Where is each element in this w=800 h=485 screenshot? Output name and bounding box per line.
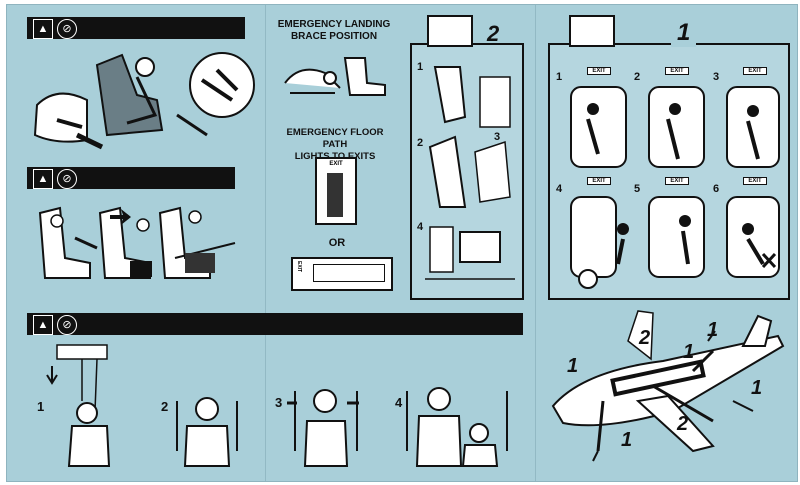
door-exit-sign-6: EXIT: [743, 177, 767, 185]
door-step-4: 4: [556, 183, 563, 195]
no-smoking-icon: ⊘: [57, 315, 77, 335]
door-step-2: 2: [634, 71, 641, 83]
oxygen-mask-bar: ▲ ⊘: [27, 313, 523, 335]
evac-label-3: 1: [707, 319, 719, 341]
brace-title: EMERGENCY LANDING BRACE POSITION: [269, 19, 399, 43]
door-exit-sign-4: EXIT: [587, 177, 611, 185]
floor-path-title: EMERGENCY FLOOR PATH LIGHTS TO EXITS: [273, 127, 397, 163]
floor-path-exit-sign: EXIT: [329, 161, 343, 167]
overwing-door-icon: [427, 15, 473, 47]
overwing-step-1: 1: [417, 61, 424, 73]
door-steps-illustration: [570, 86, 780, 289]
evac-label-6: 2: [677, 413, 689, 435]
door-exit-sign-5: EXIT: [665, 177, 689, 185]
evac-label-1: 1: [567, 355, 579, 377]
door-exit-sign-1: EXIT: [587, 67, 611, 75]
overwing-step-3: 3: [494, 131, 501, 143]
brace-position-illustration: [284, 57, 386, 96]
evac-label-5: 1: [621, 429, 633, 451]
oxygen-step-3: 3: [275, 395, 283, 410]
floor-path-diagram: EXIT: [315, 157, 357, 225]
fold-line: [265, 5, 266, 481]
floor-path-aisle: [327, 173, 343, 217]
seat-belt-sign-icon: ▲: [33, 315, 53, 335]
door-step-3: 3: [713, 71, 720, 83]
no-smoking-icon: ⊘: [57, 169, 77, 189]
oxygen-step-1: 1: [37, 399, 45, 414]
door-step-1: 1: [556, 71, 563, 83]
evac-label-7: 1: [683, 341, 695, 363]
airplane-evacuation-diagram: [551, 310, 785, 462]
oxygen-mask-illustration: [46, 344, 508, 467]
floor-path-seats: [313, 264, 385, 282]
floor-path-exit-vertical: EXIT: [296, 261, 302, 273]
evac-label-2: 2: [639, 327, 651, 349]
seat-belt-sign-icon: ▲: [33, 169, 53, 189]
evac-label-4: 1: [751, 377, 763, 399]
stow-baggage-illustration: [38, 206, 236, 279]
overwing-step-4: 4: [417, 221, 424, 233]
fold-line: [535, 5, 536, 481]
oxygen-step-2: 2: [161, 399, 169, 414]
seatbelt-sign-bar: ▲ ⊘: [27, 17, 245, 39]
door-exit-sign-3: EXIT: [743, 67, 767, 75]
door-step-5: 5: [634, 183, 641, 195]
no-smoking-bar: ▲ ⊘: [27, 167, 235, 189]
door-step-6: 6: [713, 183, 720, 195]
floor-path-alt-diagram: EXIT: [291, 257, 393, 291]
brace-title-line2: BRACE POSITION: [290, 31, 378, 42]
door-exit-icon: [569, 15, 615, 47]
overwing-panel-number: 2: [487, 21, 500, 46]
seatbelt-illustration: [33, 52, 255, 150]
seat-belt-sign-icon: ▲: [33, 19, 53, 39]
oxygen-step-4: 4: [395, 395, 403, 410]
overwing-steps-illustration: [425, 66, 515, 280]
safety-card: ▲ ⊘ ▲ ⊘ EMERGENCY LANDING BRACE POSITION: [6, 4, 798, 482]
door-exit-sign-2: EXIT: [665, 67, 689, 75]
no-smoking-icon: ⊘: [57, 19, 77, 39]
floor-path-title-line1: EMERGENCY FLOOR PATH: [286, 127, 384, 150]
brace-title-line1: EMERGENCY LANDING: [277, 19, 391, 30]
overwing-step-2: 2: [417, 137, 424, 149]
or-label: OR: [328, 237, 346, 249]
door-panel-number: 1: [671, 19, 697, 47]
floor-path-title-line2: LIGHTS TO EXITS: [294, 151, 376, 162]
